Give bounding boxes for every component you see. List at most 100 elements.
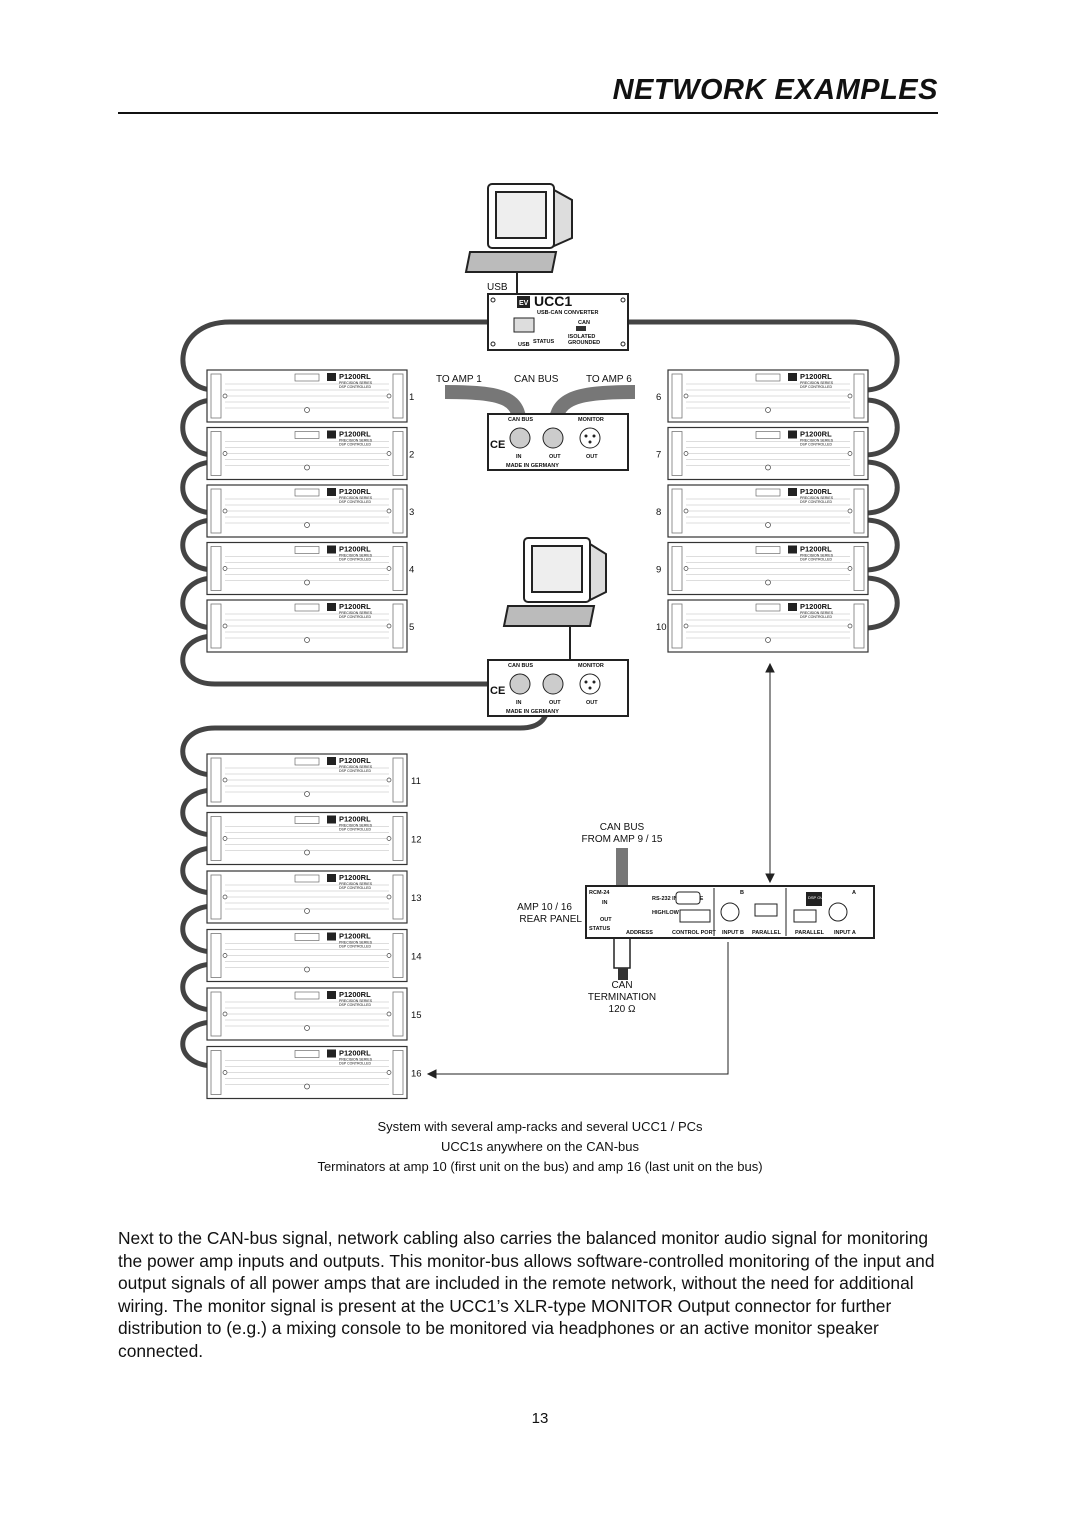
amp-rear-panel-line1: AMP 10 / 16 xyxy=(517,902,572,913)
rcm-a: A xyxy=(852,890,856,896)
rcm-b: B xyxy=(740,890,744,896)
rear-panel2-in: IN xyxy=(516,700,522,706)
amp-series-line: PRECISION SERIES xyxy=(339,496,373,500)
rear-panel-monitor-out: OUT xyxy=(586,454,598,460)
amp-series-line: PRECISION SERIES xyxy=(339,439,373,443)
ucc1-rear-panel-top: CAN BUS MONITOR IN OUT OUT CE MADE IN GE… xyxy=(487,413,629,471)
amp-number: 11 xyxy=(411,776,421,787)
body-paragraph: Next to the CAN-bus signal, network cabl… xyxy=(118,1228,935,1361)
can-bus-from-line1: CAN BUS xyxy=(600,822,645,833)
header-rule xyxy=(118,112,938,114)
amp-model: P1200RL xyxy=(339,487,371,496)
amp-series-line: PRECISION SERIES xyxy=(339,824,373,828)
amp-dsp-line: DSP CONTROLLED xyxy=(339,1003,371,1007)
amp-dsp-line: DSP CONTROLLED xyxy=(800,385,832,389)
ucc1-usb: USB xyxy=(518,342,530,348)
caption-line-2: UCC1s anywhere on the CAN-bus xyxy=(441,1139,639,1154)
rcm-out: OUT xyxy=(600,917,612,923)
termination-line3: 120 Ω xyxy=(609,1004,636,1015)
amp-series-line: PRECISION SERIES xyxy=(339,999,373,1003)
rear-panel-in: IN xyxy=(516,454,522,460)
amp-dsp-line: DSP CONTROLLED xyxy=(339,828,371,832)
amp-model: P1200RL xyxy=(339,372,371,381)
ucc1-isolated: ISOLATED xyxy=(568,334,595,340)
amp-series-line: PRECISION SERIES xyxy=(339,554,373,558)
caption-line-1: System with several amp-racks and severa… xyxy=(377,1119,703,1134)
amp-dsp-line: DSP CONTROLLED xyxy=(339,769,371,773)
rcm-address: ADDRESS xyxy=(626,930,653,936)
amp-model: P1200RL xyxy=(339,602,371,611)
termination-line1: CAN xyxy=(611,980,632,991)
amp-dsp-line: DSP CONTROLLED xyxy=(800,443,832,447)
amp-dsp-line: DSP CONTROLLED xyxy=(800,500,832,504)
computer-middle xyxy=(502,537,607,664)
made-in-label-2: MADE IN GERMANY xyxy=(506,709,559,715)
amp-dsp-line: DSP CONTROLLED xyxy=(339,385,371,389)
cable-loops xyxy=(180,319,900,1069)
can-cable-from-amp xyxy=(616,848,628,896)
ce-mark: CE xyxy=(490,439,505,451)
rcm-model: RCM-24 xyxy=(589,890,610,896)
ucc1-grounded: GROUNDED xyxy=(568,340,600,346)
termination-plug-tip xyxy=(618,968,628,980)
amp-dsp-line: DSP CONTROLLED xyxy=(800,615,832,619)
amp-model: P1200RL xyxy=(339,756,371,765)
amp-dsp-line: DSP CONTROLLED xyxy=(339,443,371,447)
amp-number: 14 xyxy=(411,952,422,963)
rcm-dsp-out: DSP OUT xyxy=(808,895,826,900)
amp-series-line: PRECISION SERIES xyxy=(800,554,834,558)
termination-line2: TERMINATION xyxy=(588,992,656,1003)
amp-number: 13 xyxy=(411,893,422,904)
rcm-parallel-b: PARALLEL xyxy=(752,930,782,936)
ucc1-rear-panel-middle: CAN BUS MONITOR IN OUT OUT CE MADE IN GE… xyxy=(487,659,629,717)
amp-dsp-line: DSP CONTROLLED xyxy=(339,886,371,890)
rear-panel-monitor: MONITOR xyxy=(578,417,604,423)
amp-number: 7 xyxy=(656,450,661,461)
amp-number: 6 xyxy=(656,392,661,403)
ucc1-status: STATUS xyxy=(533,339,555,345)
svg-text:EV: EV xyxy=(519,300,529,307)
usb-label: USB xyxy=(487,282,508,293)
network-diagram: USB EV UCC1 USB-CAN CONVERTER CAN ISOLAT… xyxy=(180,183,900,1100)
amp-model: P1200RL xyxy=(800,545,832,554)
amp-number: 15 xyxy=(411,1010,422,1021)
amp-series-line: PRECISION SERIES xyxy=(800,439,834,443)
amp-number: 1 xyxy=(409,392,414,403)
rear-panel-can-bus: CAN BUS xyxy=(508,417,533,423)
amp-series-line: PRECISION SERIES xyxy=(339,611,373,615)
rcm-24-rear-panel: RCM-24 IN OUT STATUS RS-232 INTERFACE HI… xyxy=(585,885,875,939)
amp-dsp-line: DSP CONTROLLED xyxy=(339,945,371,949)
can-bus-from-line2: FROM AMP 9 / 15 xyxy=(582,834,663,845)
amp-series-line: PRECISION SERIES xyxy=(800,611,834,615)
rcm-input-a: INPUT A xyxy=(834,930,856,936)
can-bus-label: CAN BUS xyxy=(514,374,559,385)
amp-model: P1200RL xyxy=(339,932,371,941)
rcm-control-port: CONTROL PORT xyxy=(672,930,717,936)
made-in-label: MADE IN GERMANY xyxy=(506,463,559,469)
rcm-parallel-a: PARALLEL xyxy=(795,930,825,936)
amp-number: 4 xyxy=(409,565,414,576)
rcm-low: LOW xyxy=(666,910,680,916)
amp-dsp-line: DSP CONTROLLED xyxy=(339,500,371,504)
amp-number: 5 xyxy=(409,622,414,633)
amp-series-line: PRECISION SERIES xyxy=(339,882,373,886)
amp-dsp-line: DSP CONTROLLED xyxy=(339,615,371,619)
amp-series-line: PRECISION SERIES xyxy=(339,381,373,385)
amp-number: 2 xyxy=(409,450,414,461)
ucc1-converter: EV UCC1 USB-CAN CONVERTER CAN ISOLATED G… xyxy=(487,293,629,351)
amp-model: P1200RL xyxy=(339,430,371,439)
rear-panel-out: OUT xyxy=(549,454,561,460)
rear-panel2-monitor: MONITOR xyxy=(578,663,604,669)
rcm-status: STATUS xyxy=(589,926,611,932)
amp-series-line: PRECISION SERIES xyxy=(339,1058,373,1062)
